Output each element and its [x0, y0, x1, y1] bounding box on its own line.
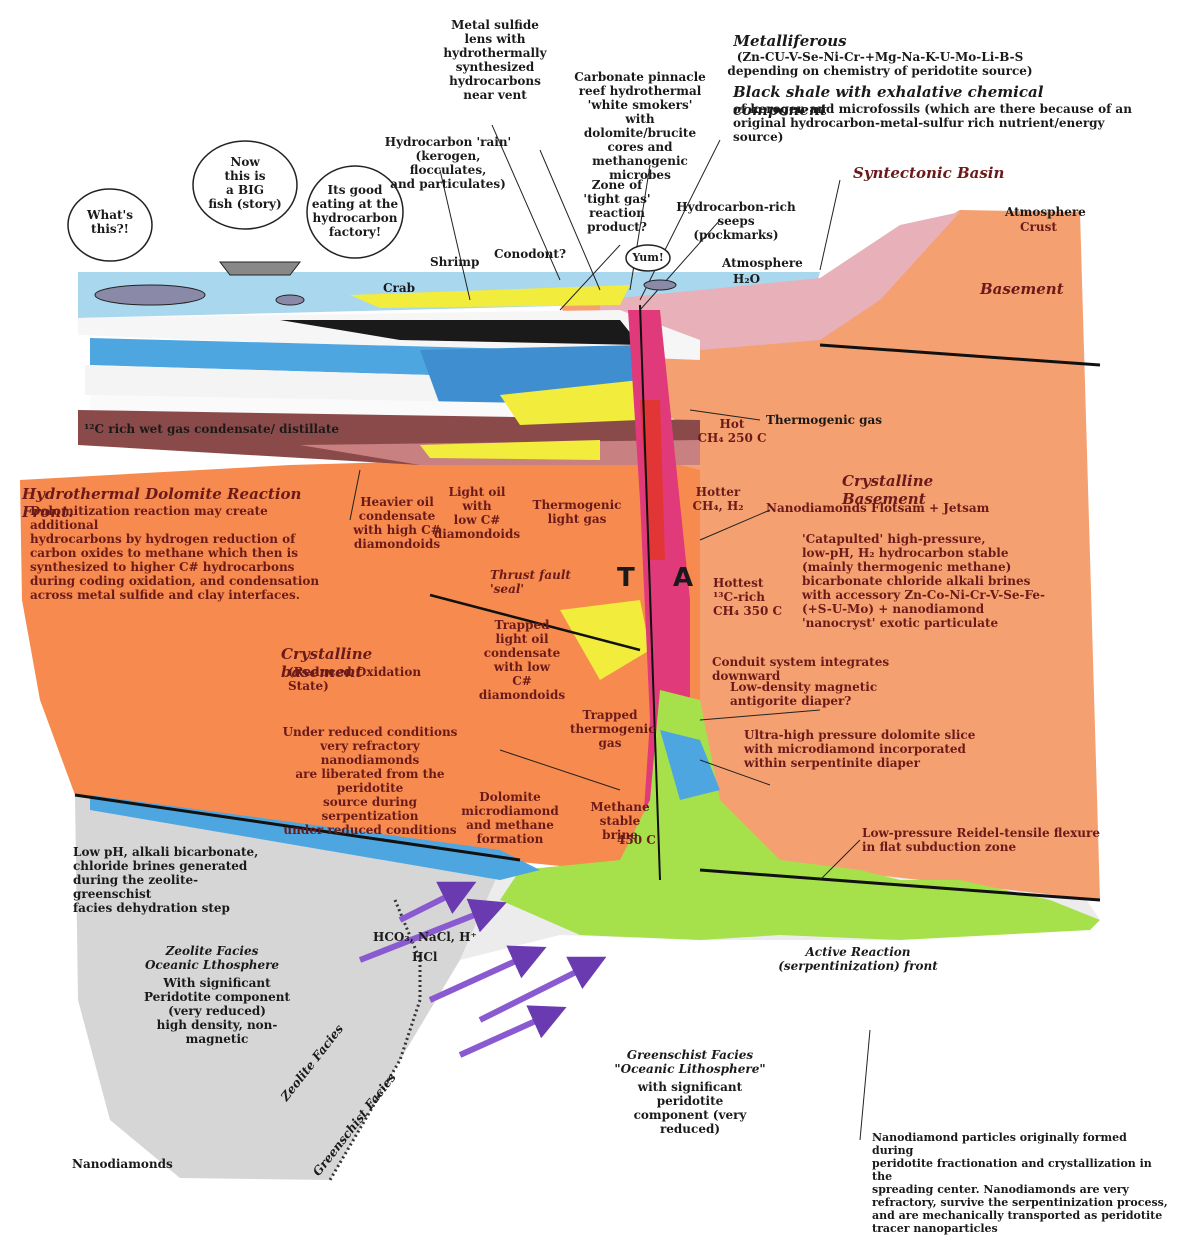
label-hotter: Hotter CH₄, H₂: [692, 485, 744, 513]
label-low-density: Low-density magnetic antigorite diaper?: [730, 680, 878, 708]
label-zeolite-title: Zeolite Facies Oceanic Lthosphere: [144, 944, 280, 972]
label-crust: Crust: [1020, 220, 1057, 234]
label-heavier-oil: Heavier oil condensate with high C# diam…: [353, 495, 441, 551]
label-wet-gas: ¹²C rich wet gas condensate/ distillate: [84, 422, 340, 436]
yum-fish: [643, 279, 677, 291]
big-fish: [94, 284, 206, 306]
label-black-shale-title: Black shale with exhalative chemical com…: [733, 83, 1044, 119]
zeolite-facies-region: [75, 795, 500, 1180]
dolomite-slice: [660, 730, 720, 800]
label-hot: Hot CH₄ 250 C: [697, 417, 767, 445]
label-zeolite-body: With significant Peridotite component (v…: [143, 976, 291, 1046]
label-a-letter: A: [673, 563, 694, 593]
serpentinite-diaper: [500, 690, 1100, 940]
label-tight-gas: Zone of 'tight gas' reaction product?: [583, 178, 651, 234]
conduit-red: [640, 400, 665, 560]
speech-yum: Yum!: [632, 251, 664, 264]
label-thermogenic-light-gas: Thermogenic light gas: [532, 498, 622, 526]
label-hdr-body: Dolomitization reaction may create addit…: [30, 504, 320, 602]
label-black-shale-body: of kerogen and microfossils (which are t…: [733, 102, 1132, 144]
label-nanodiamonds-flotsam: Nanodiamonds Flotsam + Jetsam: [766, 501, 990, 515]
label-crab: Crab: [383, 281, 416, 295]
fishing-boat: [218, 261, 302, 276]
thrust-fault-seal: [429, 593, 641, 652]
fluid-arrows: [358, 881, 607, 1058]
label-methane-brine: Methane stable brine: [590, 800, 650, 842]
basement-thrust: [819, 343, 1101, 367]
subduction-fault: [74, 793, 1101, 902]
label-catapulted: 'Catapulted' high-pressure, low-pH, H₂ h…: [802, 532, 1046, 630]
label-hco3: HCO₃, NaCl, H⁺: [373, 930, 477, 944]
speech-bubbles: [67, 140, 671, 272]
leader-lines: [349, 124, 871, 1141]
label-under-reduced: Under reduced conditions very refractory…: [282, 725, 458, 837]
label-trapped-light-oil: Trapped light oil condensate with low C#…: [478, 618, 566, 702]
label-thrust-fault: Thrust fault 'seal': [490, 568, 571, 596]
label-hcl: HCl: [412, 950, 438, 964]
label-hottest: Hottest ¹³C-rich CH₄ 350 C: [713, 576, 783, 618]
label-h2o: H₂O: [733, 272, 761, 286]
label-dolomite-micro: Dolomite microdiamond and methane format…: [461, 790, 559, 846]
label-atmosphere-right: Atmosphere: [1005, 205, 1086, 219]
label-hydrocarbon-rain: Hydrocarbon 'rain' (kerogen, flocculates…: [384, 135, 512, 191]
label-hdr-title: Hydrothermal Dolomite Reaction Front.: [22, 485, 302, 521]
hc-lens-top: [350, 285, 630, 308]
label-hc-seeps: Hydrocarbon-rich seeps (pockmarks): [676, 200, 796, 242]
syntectonic-basin: [600, 212, 960, 350]
label-active-reaction: Active Reaction (serpentinization) front: [778, 945, 938, 973]
label-metalliferous-title: Metalliferous: [733, 32, 847, 50]
hc-lens-mid: [420, 440, 600, 460]
label-conodont: Conodont?: [494, 247, 566, 261]
label-reduced-oxidation: (Reduced Oxidation State): [288, 665, 422, 693]
label-atmosphere-mid: Atmosphere: [722, 256, 803, 270]
label-carbonate-pinnacle: Carbonate pinnacle reef hydrothermal 'wh…: [574, 70, 706, 182]
label-ultra-high: Ultra-high pressure dolomite slice with …: [744, 728, 976, 770]
facies-boundary: [328, 899, 422, 1181]
label-greenschist-body: with significant peridotite component (v…: [633, 1080, 747, 1136]
speech-good-eating: Its good eating at the hydrocarbon facto…: [311, 183, 399, 239]
hc-lens-vert: [500, 380, 640, 425]
label-crystalline-basement-right: Crystalline Basement: [842, 472, 934, 508]
label-nanodiamond-particles: Nanodiamond particles originally formed …: [872, 1131, 1168, 1235]
label-greenschist-title: Greenschist Facies "Oceanic Lithosphere": [614, 1048, 766, 1076]
label-crystalline-basement-left: Crystalline basement: [281, 645, 373, 681]
label-nanodiamonds: Nanodiamonds: [72, 1157, 173, 1171]
dolomite-strip: [90, 795, 540, 880]
label-trapped-thermogenic: Trapped thermogenic gas: [570, 708, 656, 750]
label-metalliferous-body: (Zn-CU-V-Se-Ni-Cr-+Mg-Na-K-U-Mo-Li-B-S d…: [727, 50, 1033, 78]
main-fault: [639, 304, 661, 881]
speech-big-fish: Now this is a BIG fish (story): [208, 155, 282, 211]
label-low-ph: Low pH, alkali bicarbonate, chloride bri…: [73, 845, 259, 915]
label-light-oil: Light oil with low C# diamondoids: [433, 485, 521, 541]
label-conduit: Conduit system integrates downward: [712, 655, 890, 683]
shale-lens: [280, 320, 640, 345]
reaction-front-region: [20, 455, 700, 880]
label-thermogenic-gas: Thermogenic gas: [766, 413, 883, 427]
label-t-letter: T: [617, 563, 635, 593]
label-syntectonic-basin: Syntectonic Basin: [853, 164, 1005, 182]
speech-whats-this: What's this?!: [87, 208, 133, 236]
label-metal-sulfide: Metal sulfide lens with hydrothermally s…: [443, 18, 547, 102]
label-basement: Basement: [980, 280, 1064, 298]
label-temp-450: 450 C: [617, 833, 656, 847]
small-fish: [275, 294, 305, 306]
label-low-pressure: Low-pressure Reidel-tensile flexure in f…: [862, 826, 1100, 854]
label-shrimp: Shrimp: [430, 255, 480, 269]
